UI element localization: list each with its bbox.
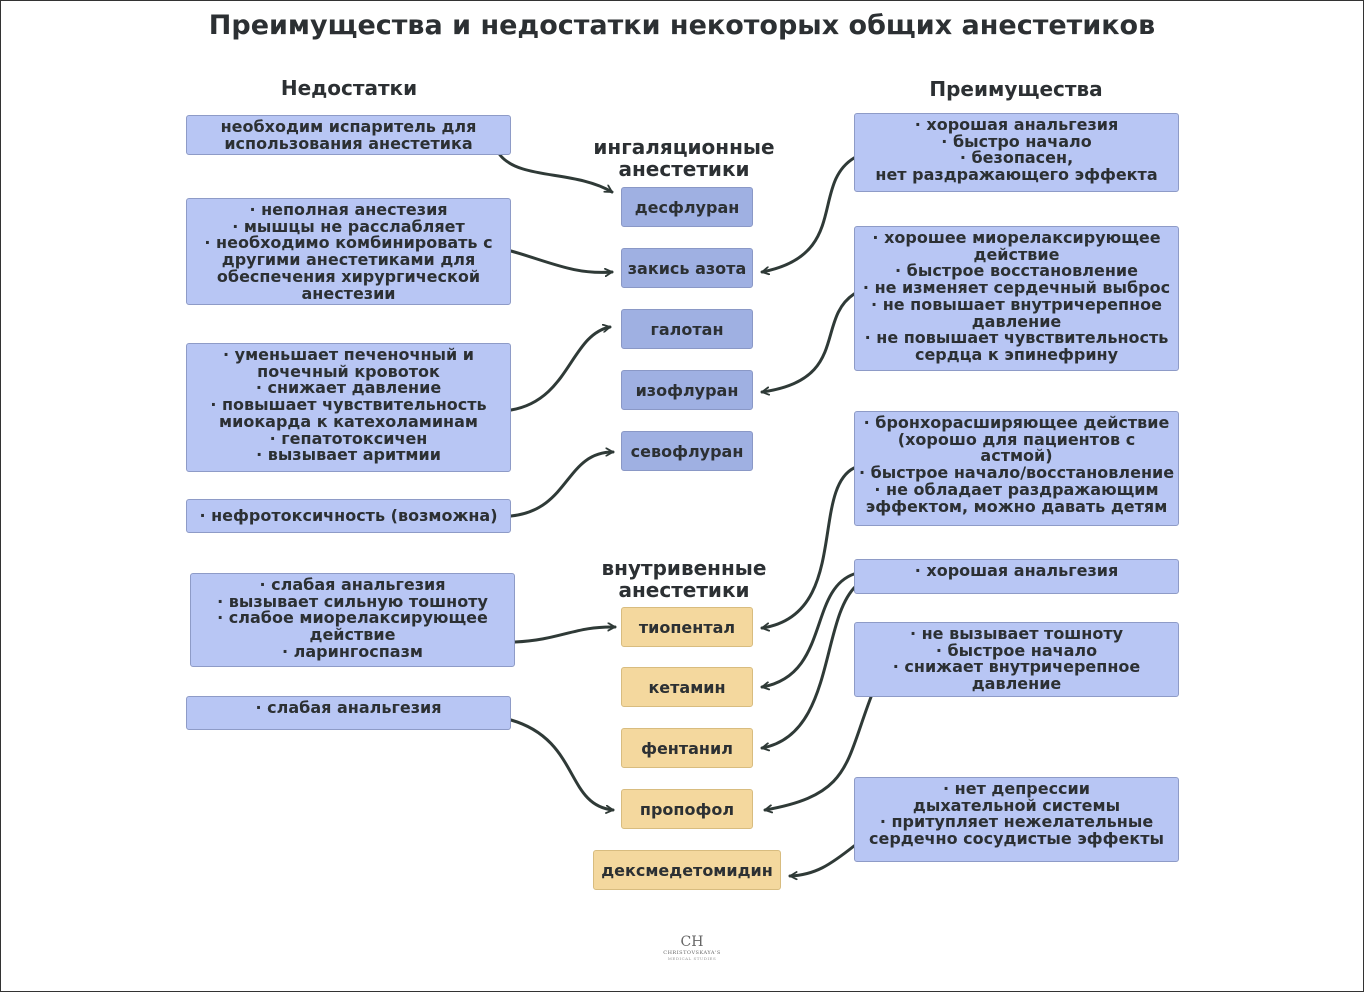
inhaled-group-label: ингаляционные анестетики (574, 136, 794, 180)
box-line: · быстрое восстановление (895, 261, 1138, 281)
logo-monogram: CH (680, 934, 704, 950)
drug-ketamine: кетамин (621, 667, 753, 707)
box-line: · не изменяет сердечный выброс (862, 278, 1171, 298)
box-line: · безопасен, (959, 148, 1074, 168)
box-line: (хорошо для пациентов с (897, 429, 1136, 449)
drug-dexmedetomidine: дексмедетомидин (593, 850, 781, 890)
box-line: · быстрое начало (935, 640, 1098, 660)
group-label-line: анестетики (618, 157, 750, 181)
box-line: давление (971, 674, 1062, 694)
box-line: сердечно сосудистые эффекты (868, 829, 1165, 849)
box-line: · хорошая анальгезия (914, 561, 1119, 580)
disadvantage-sevoflurane: · нефротоксичность (возможна) (186, 499, 511, 533)
box-line: астмой) (980, 446, 1053, 466)
box-line: · слабая анальгезия (259, 575, 446, 594)
disadvantage-propofol: · слабая анальгезия (186, 696, 511, 730)
box-line: · вызывает сильную тошноту (217, 591, 488, 611)
group-label-line: внутривенные (601, 556, 767, 580)
drug-fentanyl: фентанил (621, 728, 753, 768)
box-line: · необходимо комбинировать с (204, 233, 493, 253)
box-line: · снижает внутричерепное (892, 657, 1141, 677)
box-line: использования анестетика (224, 133, 473, 153)
box-line: · не повышает чувствительность (864, 328, 1169, 348)
advantage-sevoflurane: · бронхорасширяющее действие (хорошо для… (854, 411, 1179, 526)
box-line: · слабая анальгезия (255, 698, 442, 717)
arrow-weak-to-propofol (509, 718, 615, 810)
disadvantages-header: Недостатки (280, 76, 418, 100)
disadvantage-halothane: · уменьшает печеночный и почечный кровот… (186, 343, 511, 472)
box-line: другими анестетиками для (221, 250, 476, 270)
drug-halothane: галотан (621, 309, 753, 349)
drug-thiopental: тиопентал (621, 607, 753, 647)
disadvantage-thiopental: · слабая анальгезия · вызывает сильную т… (190, 573, 515, 667)
box-line: · притупляет нежелательные (879, 812, 1154, 832)
box-line: · нефротоксичность (возможна) (199, 505, 498, 525)
iv-group-label: внутривенные анестетики (584, 557, 784, 601)
box-line: необходим испаритель для (220, 117, 477, 136)
group-label-line: анестетики (618, 578, 750, 602)
box-line: · вызывает аритмии (256, 445, 441, 465)
box-line: · повышает чувствительность (210, 395, 487, 415)
box-line: · мышцы не расслабляет (232, 216, 465, 236)
page-title: Преимущества и недостатки некоторых общи… (208, 10, 1156, 41)
drug-sevoflurane: севофлуран (621, 431, 753, 471)
arrow-broncho-to-thiopental (760, 466, 856, 628)
arrow-resp-to-dexmed (788, 844, 856, 876)
box-line: действие (309, 625, 396, 645)
box-line: · не обладает раздражающим (874, 479, 1159, 499)
box-line: · не повышает внутричерепное (871, 294, 1162, 314)
arrow-incomplete-to-nitrous (509, 249, 614, 272)
box-line: дыхательной системы (912, 795, 1121, 815)
disadvantage-desflurane: необходим испаритель для использования а… (186, 115, 511, 155)
brand-logo: CH CHRISTOVSKAYA'S MEDICAL STUDIES (662, 934, 722, 961)
box-line: · уменьшает печеночный и (223, 345, 474, 364)
drug-isoflurane: изофлуран (621, 370, 753, 410)
arrow-vaporizer-to-desflurane (498, 153, 614, 194)
arrow-analgesia-to-nitrous (760, 156, 856, 272)
box-line: · ларингоспазм (282, 641, 423, 661)
arrow-nausea-to-thiopental (513, 627, 617, 644)
box-line: · неполная анестезия (249, 200, 448, 219)
box-line: нет раздражающего эффекта (875, 165, 1158, 185)
box-line: почечный кровоток (257, 361, 440, 381)
arrow-analgesia-to-ketamine (760, 572, 856, 687)
group-label-line: ингаляционные (593, 135, 775, 159)
box-line: · быстрое начало/восстановление (858, 463, 1175, 483)
advantage-propofol: · не вызывает тошноту · быстрое начало ·… (854, 622, 1179, 697)
box-line: обеспечения хирургической (216, 266, 481, 286)
logo-subtitle: MEDICAL STUDIES (667, 956, 717, 961)
box-line: · быстро начало (941, 131, 1092, 151)
box-line: · нет депрессии (943, 779, 1090, 798)
box-line: · слабое миорелаксирующее (217, 608, 488, 628)
arrow-analgesia-to-fentanyl (760, 584, 858, 748)
box-line: · гепатотоксичен (269, 428, 428, 448)
disadvantage-nitrous-oxide: · неполная анестезия · мышцы не расслабл… (186, 198, 511, 305)
arrow-hepatic-to-halothane (509, 327, 612, 412)
advantage-ketamine: · хорошая анальгезия (854, 559, 1179, 594)
arrow-nausea-to-propofol (763, 695, 873, 810)
box-line: анестезии (301, 283, 396, 303)
box-line: · хорошее миорелаксирующее (872, 228, 1161, 247)
advantages-header: Преимущества (929, 77, 1103, 101)
arrow-nephro-to-sevoflurane (509, 452, 615, 518)
box-line: действие (973, 244, 1060, 264)
advantage-desflurane: · хорошая анальгезия · быстро начало · б… (854, 113, 1179, 192)
advantage-isoflurane: · хорошее миорелаксирующее действие · бы… (854, 226, 1179, 371)
box-line: · хорошая анальгезия (914, 115, 1119, 134)
arrow-relax-to-isoflurane (760, 292, 856, 392)
drug-desflurane: десфлуран (621, 187, 753, 227)
box-line: · бронхорасширяющее действие (863, 413, 1170, 432)
advantage-dexmedetomidine: · нет депрессии дыхательной системы · пр… (854, 777, 1179, 862)
logo-name: CHRISTOVSKAYA'S (663, 950, 721, 956)
box-line: эффектом, можно давать детям (865, 496, 1168, 516)
drug-propofol: пропофол (621, 789, 753, 829)
drug-nitrous-oxide: закись азота (621, 248, 753, 288)
box-line: · снижает давление (255, 378, 442, 398)
box-line: сердца к эпинефрину (914, 344, 1119, 364)
box-line: давление (971, 311, 1062, 331)
box-line: · не вызывает тошноту (909, 624, 1124, 643)
box-line: миокарда к катехоламинам (219, 411, 478, 431)
